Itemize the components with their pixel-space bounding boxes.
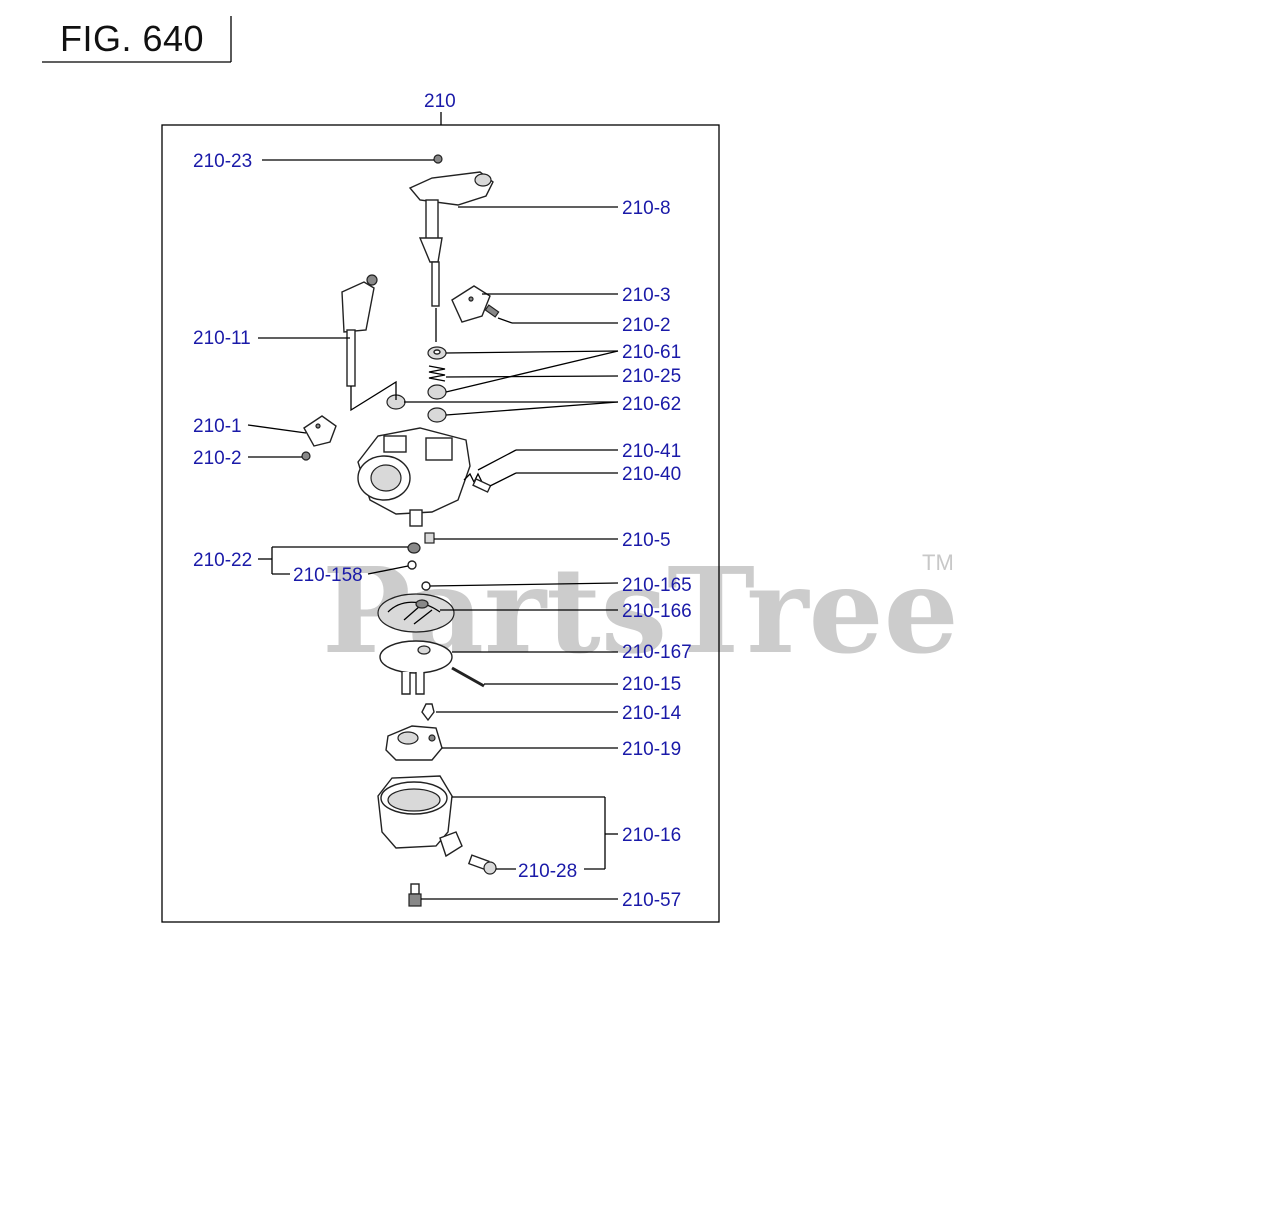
screw-210-2a-part: [484, 304, 500, 318]
callout-210-167[interactable]: 210-167: [622, 642, 692, 663]
callout-210-23[interactable]: 210-23: [193, 151, 252, 172]
callout-210-62[interactable]: 210-62: [622, 394, 681, 415]
callout-210-19[interactable]: 210-19: [622, 739, 681, 760]
float-210-19-part: [385, 725, 443, 761]
plate-210-166-part: [377, 593, 455, 633]
float-bowl-210-16-part: [377, 775, 463, 858]
oring-210-158-part: [407, 560, 417, 570]
seal-210-62-part: [386, 384, 447, 423]
leader-lines: [247, 159, 619, 900]
callout-210-22[interactable]: 210-22: [193, 550, 252, 571]
drain-screw-210-57-part: [408, 883, 422, 907]
callout-210-8[interactable]: 210-8: [622, 198, 671, 219]
pin-210-15-part: [451, 666, 485, 688]
choke-shaft-part: [341, 274, 397, 412]
choke-plate-part: [303, 415, 337, 447]
callout-210-15[interactable]: 210-15: [622, 674, 681, 695]
throttle-shaft-part: [408, 171, 494, 342]
callout-210-158[interactable]: 210-158: [293, 565, 363, 586]
callout-210-166[interactable]: 210-166: [622, 601, 692, 622]
callout-210-16[interactable]: 210-16: [622, 825, 681, 846]
needle-210-14-part: [421, 703, 435, 722]
callout-210-3[interactable]: 210-3: [622, 285, 671, 306]
callout-210-2-upper[interactable]: 210-2: [622, 315, 671, 336]
plug-210-28-part: [467, 854, 497, 875]
callout-210-11[interactable]: 210-11: [193, 328, 251, 349]
screw-210-40-part: [472, 477, 492, 493]
figure-title: FIG. 640: [60, 18, 205, 59]
figure-title-bracket: [42, 16, 232, 63]
callout-210-5[interactable]: 210-5: [622, 530, 671, 551]
callout-210-40[interactable]: 210-40: [622, 464, 681, 485]
callout-210-25[interactable]: 210-25: [622, 366, 681, 387]
callout-210-2-lower[interactable]: 210-2: [193, 448, 242, 469]
callout-labels: 210-23 210-8 210-3 210-2 210-11 210-61 2…: [193, 151, 692, 911]
watermark-trademark: TM: [922, 550, 954, 575]
oring-210-165-part: [421, 581, 431, 591]
callout-210-28[interactable]: 210-28: [518, 861, 577, 882]
washer-210-61-part: [427, 346, 447, 360]
jet-210-5-part: [424, 532, 435, 544]
carburetor-body-part: [357, 427, 471, 527]
screw-210-23-part: [433, 154, 443, 164]
nozzle-210-22-part: [407, 542, 421, 554]
callout-210-14[interactable]: 210-14: [622, 703, 682, 724]
throttle-plate-part: [451, 285, 491, 323]
callout-210-1[interactable]: 210-1: [193, 416, 242, 437]
callout-210-165[interactable]: 210-165: [622, 575, 692, 596]
diaphragm-210-167-part: [379, 640, 453, 695]
screw-210-2b-part: [301, 451, 311, 461]
callout-210-57[interactable]: 210-57: [622, 890, 681, 911]
callout-210-61[interactable]: 210-61: [622, 342, 681, 363]
spring-210-25-part: [428, 365, 446, 382]
callout-210-41[interactable]: 210-41: [622, 441, 681, 462]
assembly-label: 210: [424, 91, 456, 112]
